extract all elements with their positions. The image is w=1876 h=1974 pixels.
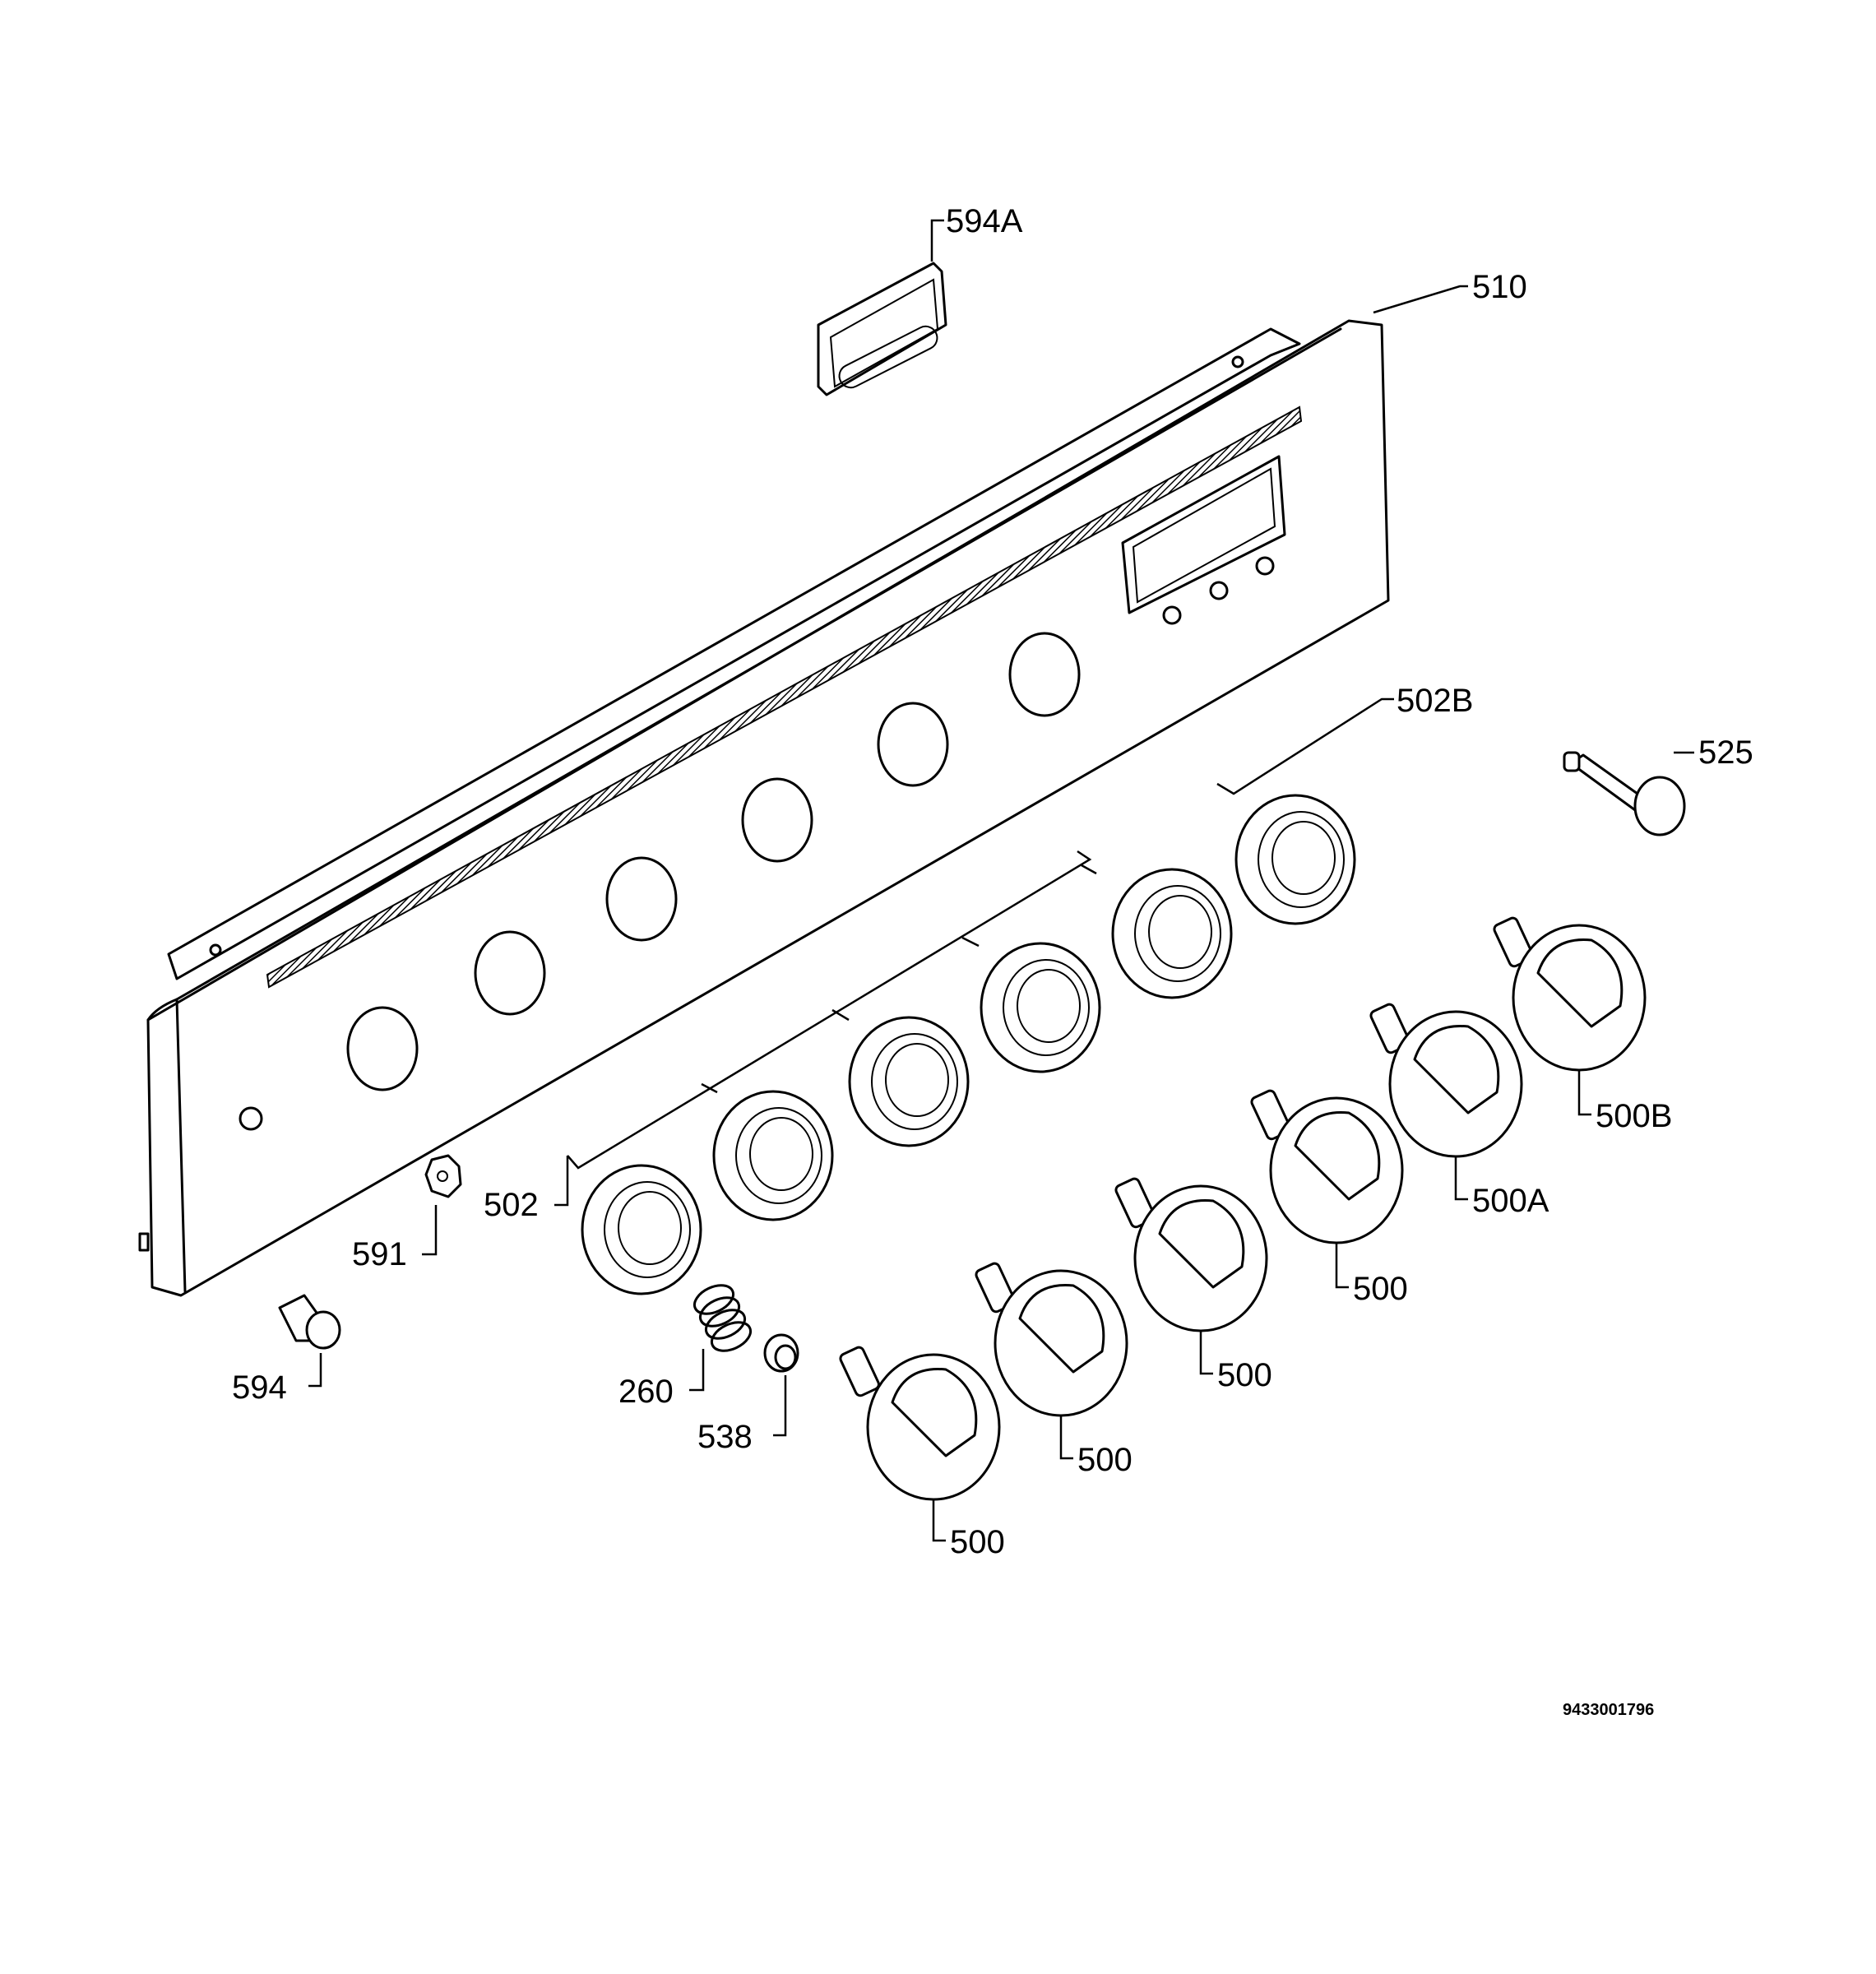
part-538-nut	[763, 1333, 799, 1373]
part-594a-bracket	[817, 262, 947, 396]
leader-lines	[308, 219, 1694, 1542]
knob	[1250, 1089, 1404, 1244]
label-500a: 500A	[1472, 1183, 1549, 1219]
part-260-spring	[692, 1284, 753, 1352]
vent-strip	[266, 405, 1303, 989]
label-260: 260	[618, 1374, 674, 1410]
label-594a: 594A	[946, 203, 1023, 239]
label-500-2: 500	[1217, 1357, 1272, 1393]
knob	[839, 1346, 1001, 1501]
label-594: 594	[232, 1369, 287, 1406]
knob	[1114, 1177, 1268, 1332]
label-500-3: 500	[1077, 1442, 1133, 1478]
bezel-ring	[581, 1164, 702, 1295]
part-591-clip	[424, 1154, 462, 1198]
bezel-ring	[712, 1090, 834, 1221]
document-number: 9433001796	[1563, 1701, 1654, 1719]
part-510-control-panel	[138, 319, 1390, 1297]
label-500-1: 500	[1353, 1271, 1408, 1307]
part-labels: 594A 510 502B 525 502 591 594 260 538 50…	[232, 203, 1753, 1560]
knob-500b	[1493, 916, 1647, 1072]
label-500-4: 500	[950, 1524, 1005, 1560]
label-538: 538	[697, 1419, 753, 1455]
label-591: 591	[352, 1236, 407, 1272]
bezel-ring	[1111, 868, 1233, 999]
label-500b: 500B	[1596, 1098, 1672, 1134]
label-502: 502	[484, 1187, 539, 1223]
control-knobs	[839, 916, 1647, 1501]
label-502b: 502B	[1397, 683, 1473, 719]
label-525: 525	[1698, 734, 1753, 771]
bezel-ring	[980, 942, 1101, 1073]
bezel-ring	[848, 1016, 970, 1147]
part-525-shaft	[1563, 751, 1686, 836]
bezel-rings	[581, 794, 1356, 1295]
knob	[975, 1262, 1128, 1417]
bezel-ring-502b	[1234, 794, 1356, 925]
part-594-lamp	[278, 1294, 341, 1350]
label-510: 510	[1472, 269, 1527, 305]
